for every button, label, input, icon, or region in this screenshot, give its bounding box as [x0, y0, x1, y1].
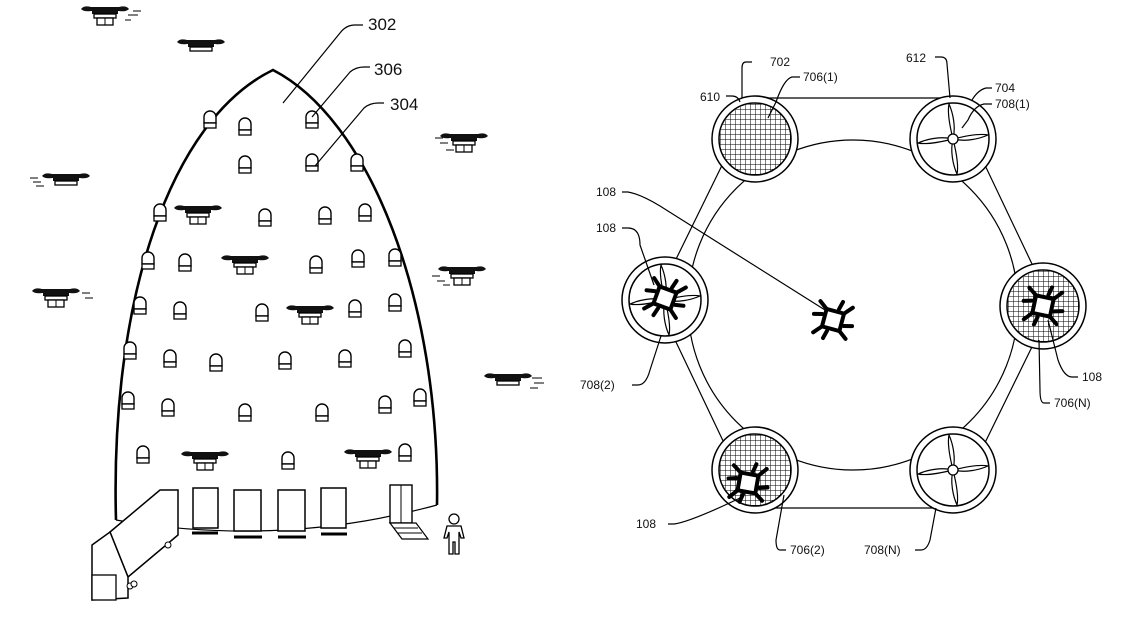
label-708-1: 708(1)	[995, 97, 1030, 111]
label-108-right: 108	[1082, 370, 1102, 384]
drone	[174, 205, 222, 224]
label-302: 302	[368, 15, 396, 34]
left-callouts: 302 306 304	[282, 15, 418, 167]
label-708-2: 708(2)	[580, 378, 615, 392]
right-callouts: 702 706(1) 610 612 704 708(1) 108 108 70…	[580, 51, 1102, 557]
flying-drones	[30, 6, 544, 389]
hub-diagram	[621, 95, 1087, 514]
label-706-1: 706(1)	[803, 70, 838, 84]
label-612: 612	[906, 51, 926, 65]
drone	[181, 451, 229, 470]
fan-module	[909, 426, 997, 514]
label-708-n: 708(N)	[864, 543, 901, 557]
mesh-module	[711, 95, 799, 183]
label-610: 610	[700, 90, 720, 104]
label-108-bottom: 108	[636, 517, 656, 531]
label-306: 306	[374, 60, 402, 79]
label-702: 702	[770, 55, 790, 69]
label-108-left: 108	[596, 221, 616, 235]
drone	[286, 305, 334, 324]
label-108-center: 108	[596, 185, 616, 199]
fulfillment-building	[91, 68, 465, 601]
drone	[806, 293, 860, 347]
drone	[221, 255, 269, 274]
truck	[91, 489, 179, 601]
drone	[344, 449, 392, 468]
label-704: 704	[995, 81, 1015, 95]
person	[443, 513, 465, 555]
label-304: 304	[390, 95, 418, 114]
label-706-n: 706(N)	[1054, 396, 1091, 410]
label-706-2: 706(2)	[790, 543, 825, 557]
fan-module	[909, 95, 997, 183]
